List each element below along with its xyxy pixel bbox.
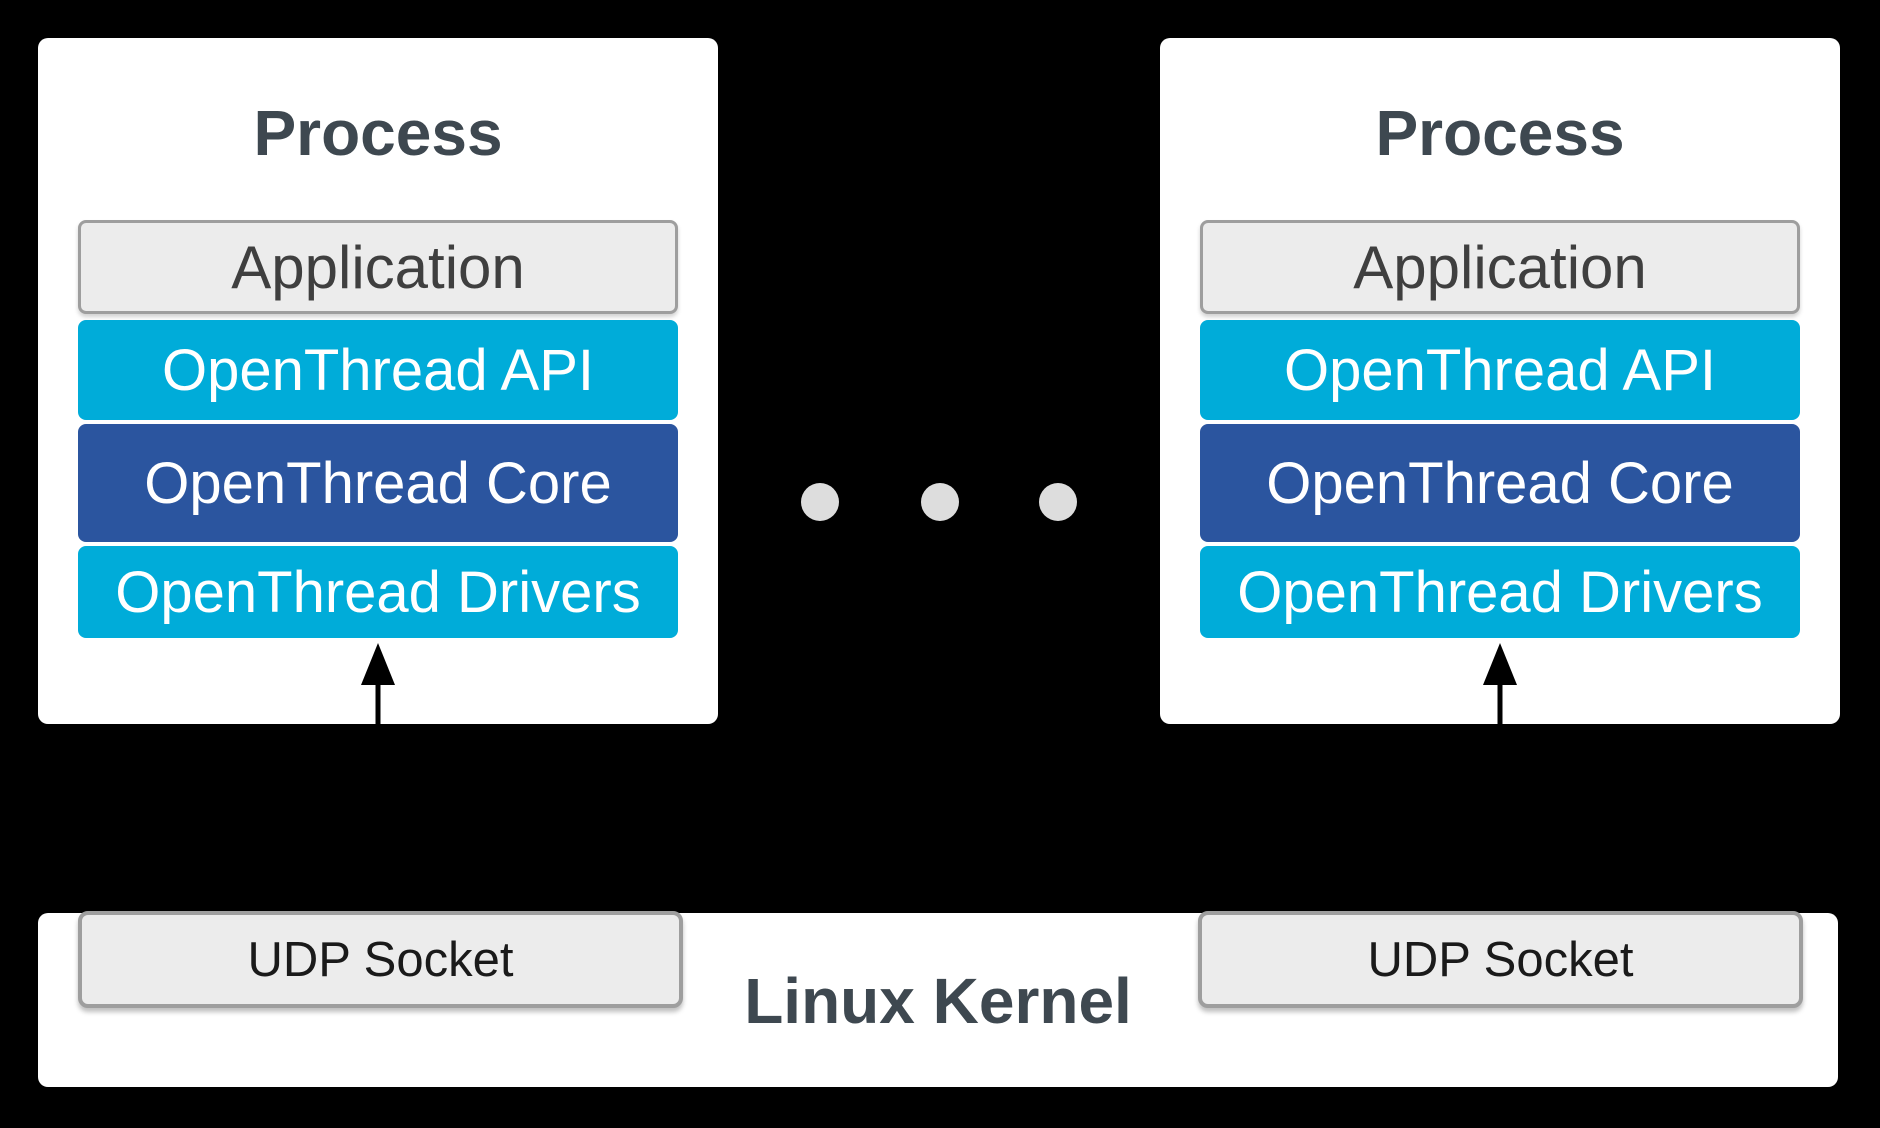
process-box-left: Process Application OpenThread API OpenT… (38, 38, 718, 724)
layer-openthread-core: OpenThread Core (1200, 424, 1800, 542)
layer-openthread-api-label: OpenThread API (1283, 337, 1717, 403)
layer-application: Application (78, 220, 678, 314)
udp-socket-box-left: UDP Socket (78, 911, 683, 1008)
upward-arrow-icon (361, 643, 395, 724)
upward-arrow-icon (1483, 643, 1517, 724)
layer-openthread-api-label: OpenThread API (161, 337, 595, 403)
layer-openthread-api: OpenThread API (1200, 320, 1800, 420)
linux-kernel-title: Linux Kernel (744, 965, 1132, 1037)
layer-openthread-drivers-label: OpenThread Drivers (1237, 559, 1763, 625)
layer-application-label: Application (231, 233, 525, 301)
arrow-head (1483, 643, 1517, 685)
ellipsis-dot (921, 483, 959, 521)
ellipsis-dot (1039, 483, 1077, 521)
arrow-shaft (375, 683, 381, 724)
layer-application-label: Application (1353, 233, 1647, 301)
udp-socket-label: UDP Socket (247, 932, 514, 987)
arrow-head (361, 643, 395, 685)
udp-socket-box-right: UDP Socket (1198, 911, 1803, 1008)
layer-openthread-api: OpenThread API (78, 320, 678, 420)
process-title: Process (1375, 97, 1625, 169)
layer-openthread-drivers-label: OpenThread Drivers (115, 559, 641, 625)
layer-openthread-core: OpenThread Core (78, 424, 678, 542)
udp-socket-label: UDP Socket (1367, 932, 1634, 987)
layer-openthread-core-label: OpenThread Core (1266, 450, 1734, 516)
process-box-right: Process Application OpenThread API OpenT… (1160, 38, 1840, 724)
layer-openthread-core-label: OpenThread Core (144, 450, 612, 516)
arrow-shaft (1497, 683, 1503, 724)
layer-openthread-drivers: OpenThread Drivers (78, 546, 678, 638)
ellipsis-dot (801, 483, 839, 521)
process-title: Process (253, 97, 503, 169)
layer-openthread-drivers: OpenThread Drivers (1200, 546, 1800, 638)
layer-application: Application (1200, 220, 1800, 314)
